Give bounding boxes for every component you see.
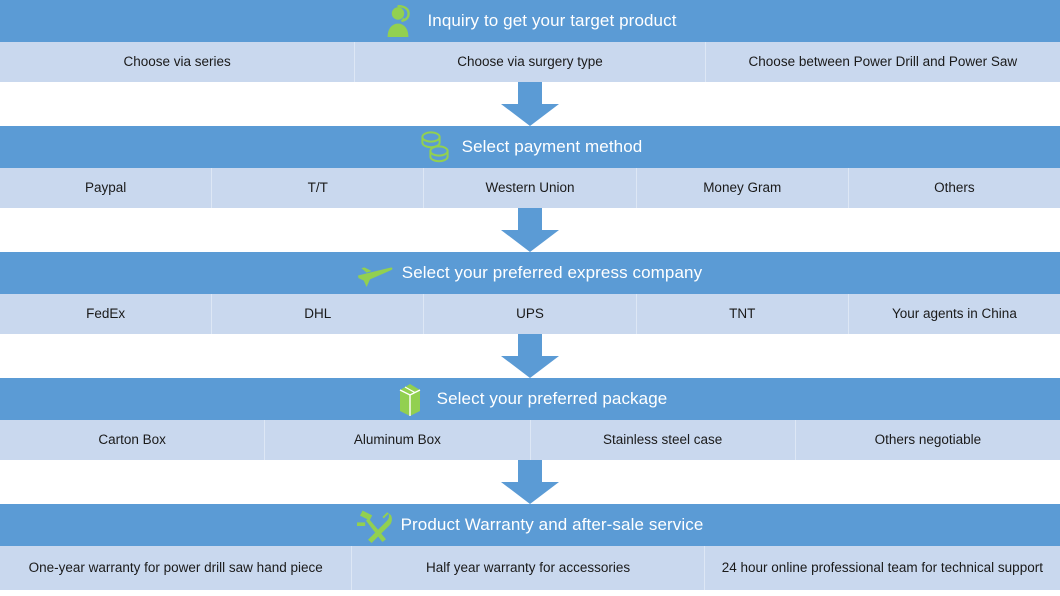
section-title: Select your preferred express company	[401, 263, 703, 282]
section-payment: Select payment method Paypal T/T Western…	[0, 126, 1060, 208]
option-others[interactable]: Others	[934, 180, 975, 196]
down-arrow-icon	[501, 82, 559, 126]
airplane-icon	[357, 253, 393, 293]
option-aluminum-box[interactable]: Aluminum Box	[265, 420, 531, 460]
option-fedex[interactable]: FedEx	[0, 294, 213, 334]
connector-1	[0, 82, 1060, 126]
option-your-agents-in-china[interactable]: Your agents in China	[891, 306, 1017, 322]
option-stainless-steel-case[interactable]: Stainless steel case	[531, 420, 796, 460]
option-western-union[interactable]: Western Union	[424, 168, 637, 208]
option-24-hour-support[interactable]: 24 hour online professional team for tec…	[721, 560, 1043, 576]
section-header-inquiry: Inquiry to get your target product	[0, 0, 1060, 42]
coins-icon	[418, 127, 452, 167]
section-package: Select your preferred package Carton Box…	[0, 378, 1060, 460]
option-money-gram[interactable]: Money Gram	[637, 168, 849, 208]
option-choose-via-surgery-type[interactable]: Choose via surgery type	[355, 42, 706, 82]
connector-4	[0, 460, 1060, 504]
option-tnt[interactable]: TNT	[637, 294, 849, 334]
connector-2	[0, 208, 1060, 252]
options-row-package: Carton Box Aluminum Box Stainless steel …	[0, 420, 1060, 460]
option-tt[interactable]: T/T	[212, 168, 425, 208]
options-row-inquiry: Choose via series Choose via surgery typ…	[0, 42, 1060, 82]
connector-3	[0, 334, 1060, 378]
option-carton-box[interactable]: Carton Box	[0, 420, 266, 460]
section-warranty: Product Warranty and after-sale service …	[0, 504, 1060, 590]
option-others-negotiable[interactable]: Others negotiable	[874, 432, 982, 448]
down-arrow-icon	[501, 334, 559, 378]
options-row-express: FedEx DHL UPS TNT Your agents in China	[0, 294, 1060, 334]
section-header-package: Select your preferred package	[0, 378, 1060, 420]
support-person-icon	[383, 1, 417, 41]
option-dhl[interactable]: DHL	[212, 294, 425, 334]
option-ups[interactable]: UPS	[424, 294, 637, 334]
down-arrow-icon	[501, 460, 559, 504]
section-title: Inquiry to get your target product	[427, 11, 677, 30]
section-header-warranty: Product Warranty and after-sale service	[0, 504, 1060, 546]
option-half-year-warranty[interactable]: Half year warranty for accessories	[352, 546, 705, 590]
down-arrow-icon	[501, 208, 559, 252]
section-header-express: Select your preferred express company	[0, 252, 1060, 294]
options-row-warranty: One-year warranty for power drill saw ha…	[0, 546, 1060, 590]
options-row-payment: Paypal T/T Western Union Money Gram Othe…	[0, 168, 1060, 208]
option-paypal[interactable]: Paypal	[0, 168, 213, 208]
section-express: Select your preferred express company Fe…	[0, 252, 1060, 334]
section-title: Select payment method	[461, 137, 643, 156]
section-inquiry: Inquiry to get your target product Choos…	[0, 0, 1060, 82]
option-one-year-warranty[interactable]: One-year warranty for power drill saw ha…	[0, 546, 353, 590]
section-title: Product Warranty and after-sale service	[400, 515, 704, 534]
section-title: Select your preferred package	[436, 389, 668, 408]
option-choose-via-series[interactable]: Choose via series	[0, 42, 356, 82]
package-box-icon	[393, 379, 427, 419]
option-choose-drill-or-saw[interactable]: Choose between Power Drill and Power Saw	[748, 54, 1018, 70]
section-header-payment: Select payment method	[0, 126, 1060, 168]
tools-hammer-wrench-icon	[356, 505, 392, 545]
